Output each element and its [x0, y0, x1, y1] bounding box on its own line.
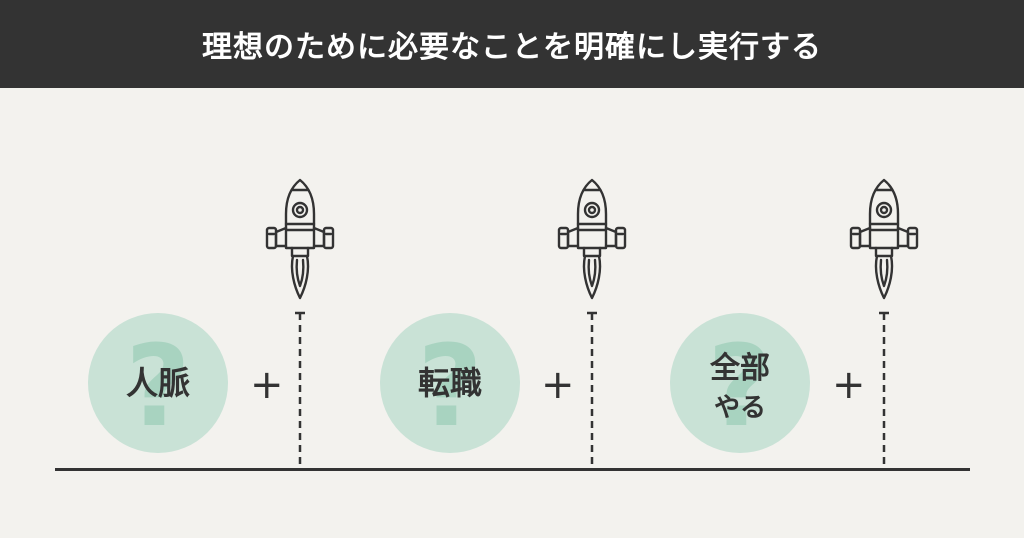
- header-bar: 理想のために必要なことを明確にし実行する: [0, 0, 1024, 88]
- item-label-3-line2: やる: [713, 393, 766, 423]
- rocket-icon: [557, 178, 627, 300]
- launch-line-1: [295, 311, 305, 468]
- question-mark-icon: ?: [417, 322, 483, 452]
- item-label-1: 人脈: [125, 364, 190, 402]
- item-circle-2: ? 転職: [380, 313, 520, 453]
- question-mark-icon: ?: [125, 322, 191, 452]
- item-circle-3: ? 全部 やる: [670, 313, 810, 453]
- launch-line-3: [879, 311, 889, 468]
- rocket-icon: [849, 178, 919, 300]
- page-title: 理想のために必要なことを明確にし実行する: [202, 30, 822, 65]
- question-mark-icon: ?: [707, 322, 773, 452]
- rocket-icon: [265, 178, 335, 300]
- plus-icon: +: [832, 362, 866, 408]
- plus-icon: +: [250, 362, 284, 408]
- item-circle-1: ? 人脈: [88, 313, 228, 453]
- launch-line-2: [587, 311, 597, 468]
- plus-icon: +: [541, 362, 575, 408]
- item-label-3-line1: 全部: [710, 351, 770, 386]
- baseline: [55, 468, 970, 471]
- item-label-2: 転職: [417, 364, 482, 402]
